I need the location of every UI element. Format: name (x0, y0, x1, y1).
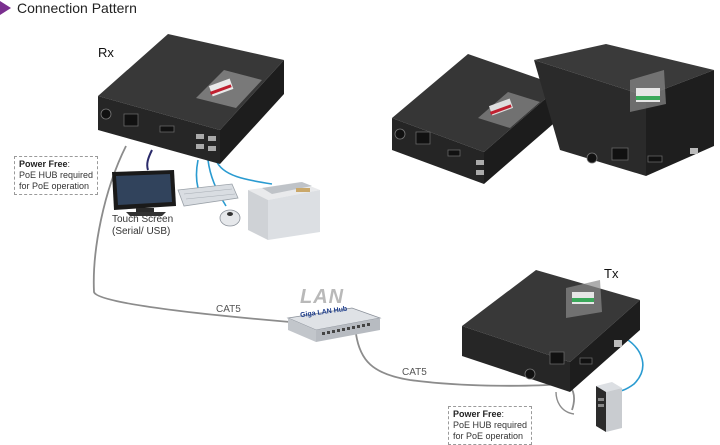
touch-screen-caption: Touch Screen (Serial/ USB) (112, 214, 173, 238)
note-rx-line1: PoE HUB required (19, 170, 94, 180)
note-tx-line1: PoE HUB required (453, 420, 528, 430)
cable-usb-mouse (207, 159, 227, 207)
power-free-note-tx: Power Free: PoE HUB required for PoE ope… (448, 406, 533, 445)
tx-hdmi-port (579, 357, 593, 365)
mouse-icon (219, 209, 241, 227)
lan-hub-ports (322, 323, 370, 335)
tx-label-green-band (572, 298, 594, 302)
title-arrow-icon (0, 1, 11, 15)
tx-side-face (570, 300, 640, 392)
pair-unit-right (534, 44, 714, 176)
cable-usb-printer (215, 159, 273, 185)
tx-usb-b-port (614, 340, 622, 347)
lan-label: LAN (300, 286, 345, 308)
touch-screen-sublabel: (Serial/ USB) (112, 226, 171, 237)
tx-lan-port (549, 351, 565, 365)
tx-front-face (462, 326, 570, 392)
rx-lan-port (123, 113, 139, 127)
pc-tower-icon (596, 382, 622, 432)
rx-usb-port-4 (208, 146, 216, 151)
keyboard-icon (177, 183, 239, 207)
note-rx-colon: : (67, 159, 71, 169)
pair-unit-left (392, 54, 560, 184)
rx-label: Rx (98, 45, 114, 60)
page-title: Connection Pattern (0, 0, 137, 16)
tx-unit (462, 270, 640, 392)
note-tx-colon: : (501, 409, 505, 419)
rx-usb-port-1 (196, 134, 204, 139)
cat5-label-left: CAT5 (216, 304, 241, 315)
rx-front-face (98, 96, 220, 164)
note-tx-heading: Power Free (453, 409, 502, 419)
cable-usb-keyboard (195, 159, 199, 189)
tx-label: Tx (604, 266, 619, 281)
tx-power-jack (524, 368, 536, 380)
rx-unit (98, 34, 284, 164)
note-rx-heading: Power Free (19, 159, 68, 169)
title-text: Connection Pattern (17, 0, 137, 16)
touch-screen-label: Touch Screen (112, 214, 174, 225)
rx-label-red-band (209, 84, 232, 95)
rx-side-face (220, 60, 284, 164)
cable-serial-monitor (146, 149, 153, 171)
rx-hdmi-port (159, 125, 175, 133)
cable-tx-pc (555, 391, 575, 415)
cable-cat5-rx-hub (92, 145, 291, 323)
rx-power-jack (100, 108, 112, 120)
rx-usb-port-2 (208, 136, 216, 141)
lan-hub-icon (286, 307, 382, 342)
cat5-label-right: CAT5 (402, 367, 427, 378)
touch-screen-monitor-icon (112, 170, 176, 216)
printer-icon (248, 182, 320, 240)
power-free-note-rx: Power Free: PoE HUB required for PoE ope… (14, 156, 99, 195)
note-tx-line2: for PoE operation (453, 431, 524, 441)
rx-usb-port-3 (196, 144, 204, 149)
note-rx-line2: for PoE operation (19, 181, 90, 191)
